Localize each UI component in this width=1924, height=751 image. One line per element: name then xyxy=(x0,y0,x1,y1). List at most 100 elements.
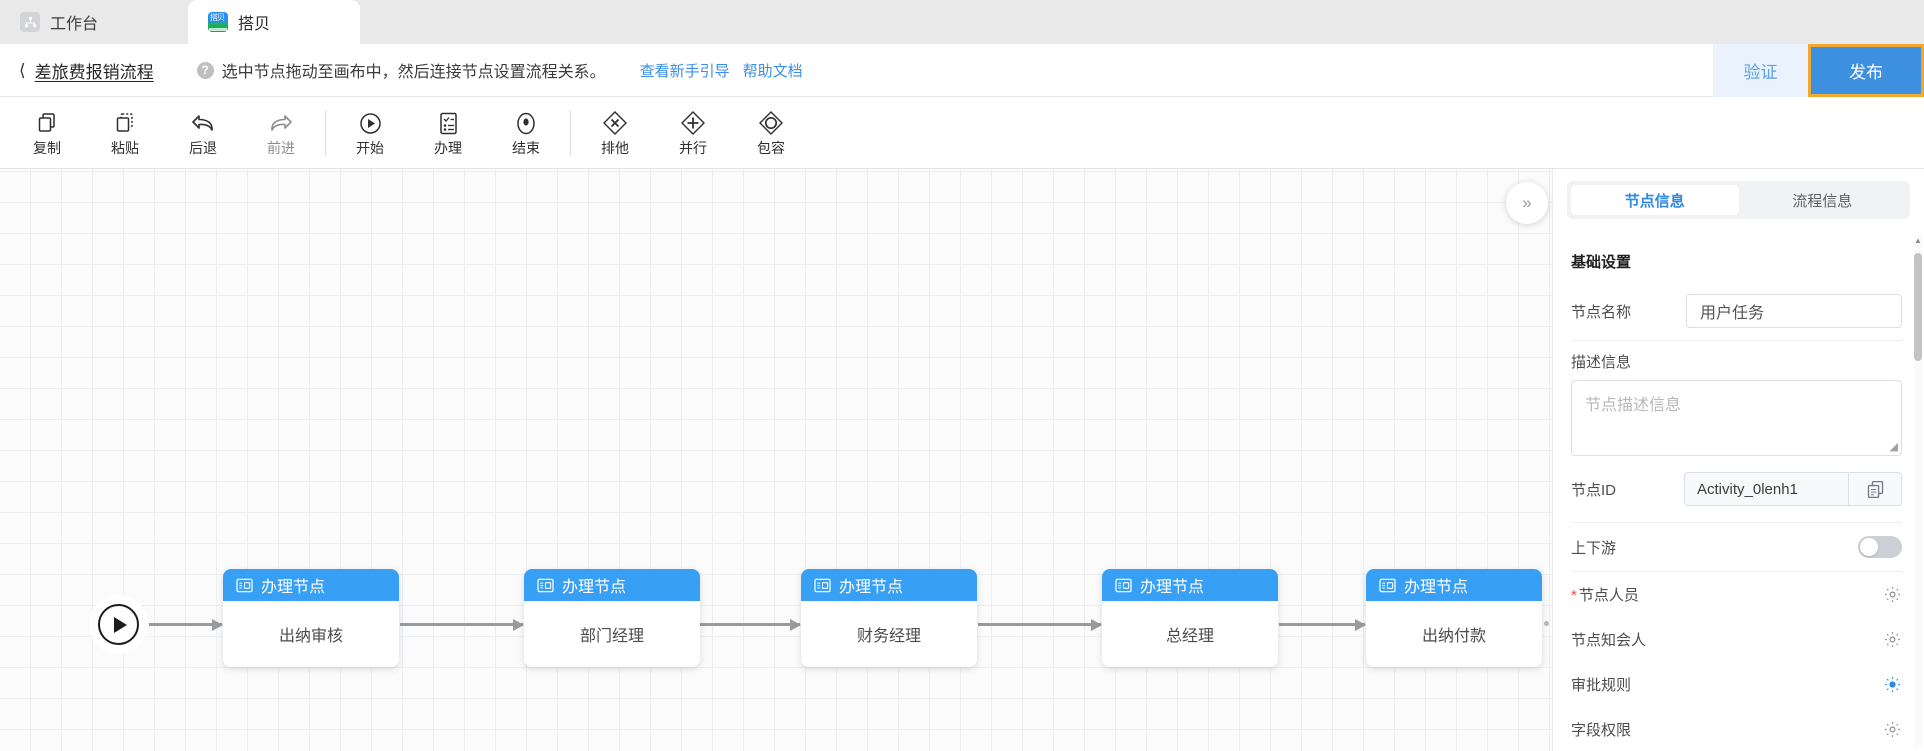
link-beginner-guide[interactable]: 查看新手引导 xyxy=(639,62,730,80)
header-actions: 验证 发布 xyxy=(1713,44,1924,97)
inclusive-gateway-icon xyxy=(758,110,784,136)
canvas-task-node[interactable]: 办理节点 出纳审核 xyxy=(223,569,399,667)
section-title-basic-settings: 基础设置 xyxy=(1571,254,1632,271)
toolbar-exclusive-label: 排他 xyxy=(601,140,629,156)
node-id-group: Activity_0lenh1 xyxy=(1684,472,1902,506)
field-permission-label: 字段权限 xyxy=(1571,722,1632,739)
toolbar-user-task[interactable]: 办理 xyxy=(409,97,487,169)
workbench-icon xyxy=(20,12,40,32)
canvas-task-node[interactable]: 办理节点 部门经理 xyxy=(524,569,700,667)
canvas-start-node[interactable] xyxy=(95,601,142,648)
publish-button[interactable]: 发布 xyxy=(1808,44,1924,97)
field-row-upstream: 上下游 xyxy=(1571,523,1902,571)
canvas-task-node[interactable]: 办理节点 财务经理 xyxy=(801,569,977,667)
toolbar-undo[interactable]: 后退 xyxy=(164,97,242,169)
user-task-icon xyxy=(1115,578,1132,593)
browser-tab-strip: 工作台 搭贝 搭贝 xyxy=(0,0,1924,44)
divider xyxy=(1571,340,1902,341)
tab-workbench[interactable]: 工作台 xyxy=(0,0,188,44)
flow-edge[interactable] xyxy=(700,618,801,631)
field-permission-settings-button[interactable] xyxy=(1883,720,1902,739)
flow-canvas[interactable]: 办理节点 出纳审核 办理节点 部门经理 办理节点 财务经理 xyxy=(0,169,1552,751)
upstream-toggle[interactable] xyxy=(1858,536,1902,558)
divider xyxy=(1571,522,1902,523)
description-placeholder: 节点描述信息 xyxy=(1585,397,1682,414)
node-id-label: 节点ID xyxy=(1571,481,1617,499)
node-notify-settings-button[interactable] xyxy=(1883,630,1902,649)
field-row-node-name: 节点名称 用户任务 xyxy=(1571,290,1902,332)
dabei-logo-icon: 搭贝 xyxy=(208,12,228,32)
page-header: ⟨ 差旅费报销流程 ? 选中节点拖动至画布中，然后连接节点设置流程关系。 查看新… xyxy=(0,44,1924,97)
chevron-double-right-icon: » xyxy=(1522,193,1532,212)
toolbar-copy[interactable]: 复制 xyxy=(8,97,86,169)
flow-edge[interactable] xyxy=(149,618,223,631)
scrollbar-thumb[interactable] xyxy=(1914,253,1922,361)
node-type-label: 办理节点 xyxy=(261,579,326,596)
node-name-input[interactable]: 用户任务 xyxy=(1686,294,1902,328)
panel-scrollbar[interactable]: ▲ xyxy=(1914,235,1922,747)
toolbar-paste[interactable]: 粘贴 xyxy=(86,97,164,169)
toggle-knob xyxy=(1860,538,1878,556)
toolbar-parallel-gateway[interactable]: 并行 xyxy=(654,97,732,169)
tab-flow-info[interactable]: 流程信息 xyxy=(1792,192,1853,210)
editor-toolbar: 复制 粘贴 后退 前进 开始 xyxy=(0,97,1924,169)
toolbar-start-event[interactable]: 开始 xyxy=(331,97,409,169)
start-event-icon xyxy=(358,110,383,136)
toolbar-end-event[interactable]: 结束 xyxy=(487,97,565,169)
toolbar-undo-label: 后退 xyxy=(189,140,217,156)
field-row-approval-rule: 审批规则 xyxy=(1571,662,1902,707)
exclusive-gateway-icon xyxy=(602,110,628,136)
description-textarea[interactable]: 节点描述信息 ◢ xyxy=(1571,380,1902,456)
toolbar-end-label: 结束 xyxy=(512,140,540,156)
node-members-settings-button[interactable] xyxy=(1883,585,1902,604)
node-name-label: 总经理 xyxy=(1165,628,1214,645)
flow-edge[interactable] xyxy=(978,618,1102,631)
approval-rule-settings-button[interactable] xyxy=(1883,675,1902,694)
node-type-label: 办理节点 xyxy=(1404,579,1469,596)
panel-collapse-button[interactable]: » xyxy=(1506,182,1548,224)
copy-node-id-button[interactable] xyxy=(1848,472,1902,506)
node-type-label: 办理节点 xyxy=(562,579,627,596)
link-help-doc[interactable]: 帮助文档 xyxy=(742,62,803,80)
field-row-node-notify: 节点知会人 xyxy=(1571,617,1902,662)
node-name-label: 部门经理 xyxy=(579,628,644,645)
properties-panel: 节点信息 流程信息 基础设置 节点名称 用户任务 描述信息 节点描述信息 ◢ 节… xyxy=(1552,169,1924,751)
toolbar-parallel-label: 并行 xyxy=(679,140,707,156)
toolbar-exclusive-gateway[interactable]: 排他 xyxy=(576,97,654,169)
node-header: 办理节点 xyxy=(801,569,977,601)
node-header: 办理节点 xyxy=(223,569,399,601)
resize-grip-icon[interactable]: ◢ xyxy=(1889,441,1898,453)
flow-edge[interactable] xyxy=(1279,618,1366,631)
user-task-icon xyxy=(437,110,460,136)
canvas-task-node[interactable]: 办理节点 总经理 xyxy=(1102,569,1278,667)
toolbar-start-label: 开始 xyxy=(356,140,384,156)
copy-icon xyxy=(35,110,59,136)
toolbar-divider-2 xyxy=(570,109,571,156)
approval-rule-label: 审批规则 xyxy=(1571,677,1632,694)
breadcrumb-back[interactable]: ⟨ 差旅费报销流程 xyxy=(19,58,154,83)
node-notify-label: 节点知会人 xyxy=(1571,632,1647,649)
verify-button[interactable]: 验证 xyxy=(1713,44,1808,97)
toolbar-inclusive-label: 包容 xyxy=(757,140,785,156)
user-task-icon xyxy=(236,578,253,593)
node-header: 办理节点 xyxy=(524,569,700,601)
node-name-label: 出纳付款 xyxy=(1421,628,1486,645)
toolbar-redo-label: 前进 xyxy=(267,140,295,156)
paste-icon xyxy=(113,110,137,136)
scrollbar-track[interactable] xyxy=(1914,235,1922,747)
scroll-up-arrow-icon[interactable]: ▲ xyxy=(1914,236,1922,245)
canvas-task-node[interactable]: 办理节点 出纳付款 xyxy=(1366,569,1542,667)
toolbar-paste-label: 粘贴 xyxy=(111,140,139,156)
page-title[interactable]: 差旅费报销流程 xyxy=(34,62,154,82)
tab-workbench-label: 工作台 xyxy=(50,16,99,33)
tab-dabei[interactable]: 搭贝 搭贝 xyxy=(188,0,360,44)
upstream-label: 上下游 xyxy=(1571,539,1617,557)
toolbar-redo[interactable]: 前进 xyxy=(242,97,320,169)
toolbar-divider xyxy=(325,109,326,156)
tab-node-info[interactable]: 节点信息 xyxy=(1571,185,1739,215)
toolbar-inclusive-gateway[interactable]: 包容 xyxy=(732,97,810,169)
flow-edge[interactable] xyxy=(400,618,524,631)
node-port[interactable] xyxy=(1544,621,1549,626)
user-task-icon xyxy=(537,578,554,593)
